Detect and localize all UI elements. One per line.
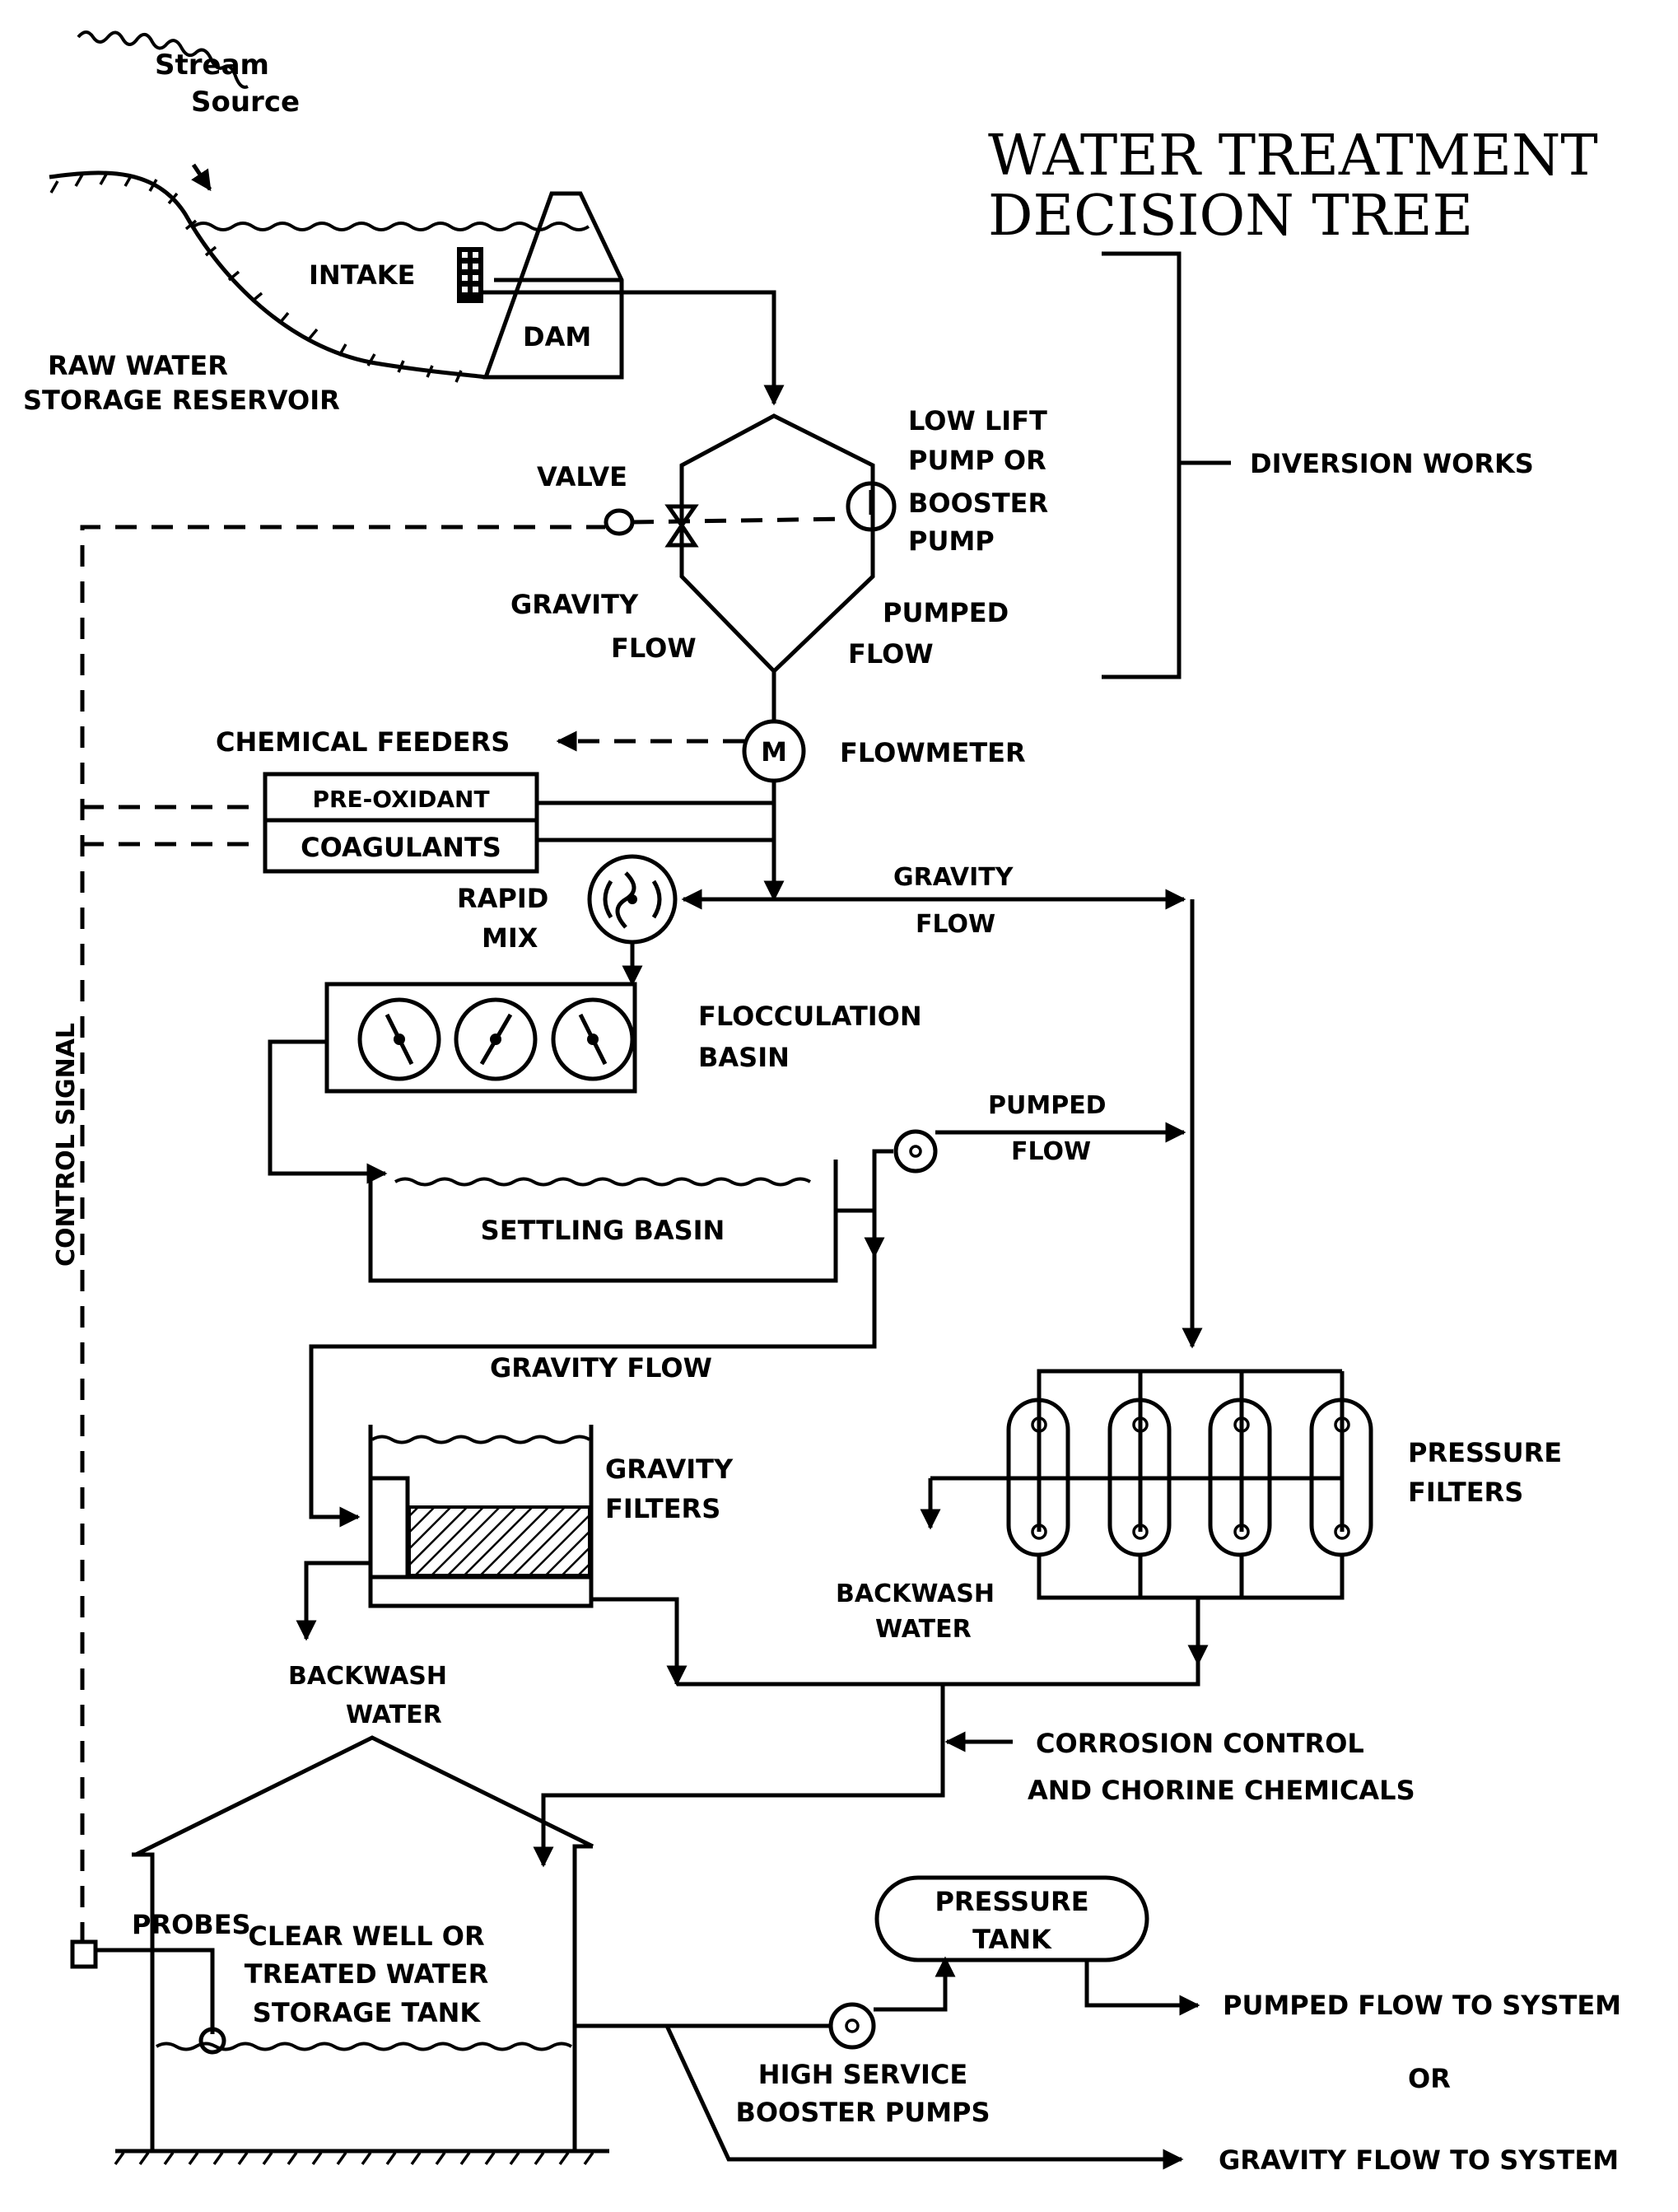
lowlift-label-1: LOW LIFT (908, 405, 1047, 436)
title-line-1: WATER TREATMENT (988, 124, 1598, 189)
floc-to-settling (268, 1039, 388, 1184)
probe-box (70, 1939, 98, 1969)
gravity-flow-2-label-1: GRAVITY (893, 863, 1014, 892)
low-lift-pump-symbol (846, 481, 897, 532)
pressure-tank-label-1: PRESSURE (935, 1886, 1088, 1917)
lowlift-label-4: PUMP (908, 525, 995, 557)
gravity-filter-outlet (591, 1597, 688, 1687)
to-pump-2 (872, 1149, 893, 1157)
intake-label: INTAKE (309, 259, 415, 291)
stream-source (77, 30, 249, 192)
clear-well-tank (114, 1735, 609, 2166)
flowmeter-label: FLOWMETER (840, 737, 1026, 768)
raw-water-reservoir (49, 170, 590, 383)
pumped-flow-2-label-2: FLOW (1011, 1137, 1091, 1166)
diversion-bracket (1102, 251, 1182, 679)
rapid-label: RAPID (457, 883, 548, 914)
clear-well-label-2: TREATED WATER (245, 1958, 488, 1990)
settling-basin (368, 1160, 838, 1283)
feeder-control-dash (82, 805, 265, 847)
gravity-flow-1-label-2: FLOW (611, 632, 697, 664)
to-clear-well (533, 1684, 945, 1868)
title-line-2: DECISION TREE (988, 184, 1473, 249)
dam-label: DAM (523, 321, 591, 352)
chemical-feeder-boxes (263, 772, 539, 874)
pressure-filters-label-2: FILTERS (1408, 1477, 1523, 1508)
high-service-label-2: BOOSTER PUMPS (735, 2097, 990, 2128)
gravity-flow-3-line (309, 1211, 877, 1528)
pressure-tank (874, 1875, 1149, 1962)
source-label: Source (191, 86, 300, 119)
pre-oxidant-label: PRE-OXIDANT (312, 786, 489, 813)
to-pressure-tank (874, 1956, 956, 2012)
rapid-mix-symbol (587, 854, 678, 945)
lowlift-label-3: BOOSTER (908, 488, 1048, 519)
pressure-tank-label-2: TANK (972, 1924, 1052, 1955)
high-service-label-1: HIGH SERVICE (758, 2059, 967, 2090)
corrosion-label-2: AND CHORINE CHEMICALS (1028, 1775, 1415, 1806)
flocculation-label-2: BASIN (698, 1042, 790, 1073)
gravity-to-system-line (664, 2024, 1184, 2170)
backwash-2-label-1: BACKWASH (288, 1662, 447, 1691)
lowlift-label-2: PUMP OR (908, 445, 1046, 476)
backwash-2-label-2: WATER (346, 1701, 442, 1729)
diversion-works-label: DIVERSION WORKS (1250, 448, 1534, 479)
intake-screen (457, 247, 483, 303)
gravity-filters (368, 1425, 594, 1608)
gravity-flow-3-label: GRAVITY FLOW (490, 1352, 712, 1384)
coagulants-label: COAGULANTS (301, 832, 501, 863)
pumped-to-system-line (1084, 1960, 1200, 2016)
flocculation-basin (324, 982, 637, 1094)
stream-label: Stream (155, 49, 269, 82)
gravity-flow-2-label-2: FLOW (916, 910, 995, 939)
intake-pipe (483, 290, 785, 406)
mix-label: MIX (482, 922, 538, 954)
valve-label: VALVE (537, 461, 627, 492)
backwash-1-label-2: WATER (875, 1615, 972, 1644)
gravity-to-system-label: GRAVITY FLOW TO SYSTEM (1219, 2144, 1619, 2176)
gravity-filters-label-2: FILTERS (605, 1493, 720, 1524)
pumped-flow-1-label-1: PUMPED (883, 597, 1009, 628)
high-service-pump-symbol (828, 2002, 876, 2050)
reservoir-label-1: RAW WATER (48, 350, 228, 381)
gravity-filters-label-1: GRAVITY (605, 1454, 734, 1485)
clear-well-label-3: STORAGE TANK (253, 1997, 482, 2028)
pumped-flow-1-label-2: FLOW (848, 638, 934, 670)
pumped-flow-2-label-1: PUMPED (988, 1091, 1107, 1120)
diversion-hexagon (679, 413, 875, 674)
gravity-flow-1-label-1: GRAVITY (510, 589, 639, 620)
valve-control-dash (632, 516, 849, 525)
or-label: OR (1408, 2063, 1451, 2094)
probe-sensor (198, 2027, 226, 2055)
flocculation-label-1: FLOCCULATION (698, 1001, 922, 1032)
dam (482, 191, 624, 380)
pressure-filters-label-1: PRESSURE (1408, 1437, 1562, 1468)
corrosion-label-1: CORROSION CONTROL (1036, 1728, 1364, 1759)
control-signal-line (80, 525, 605, 1944)
control-signal-label: CONTROL SIGNAL (52, 1023, 81, 1267)
clear-well-label-1: CLEAR WELL OR (248, 1920, 484, 1952)
pressure-filters (930, 1369, 1373, 1600)
flowmeter-m-label: M (761, 736, 787, 768)
probe-line (96, 1948, 215, 2034)
probes-label: PROBES (132, 1909, 251, 1940)
chemical-feeders-label: CHEMICAL FEEDERS (216, 726, 510, 758)
pumped-to-system-label: PUMPED FLOW TO SYSTEM (1223, 1990, 1621, 2021)
gravity-backwash-line (296, 1561, 371, 1641)
reservoir-label-2: STORAGE RESERVOIR (23, 385, 340, 416)
settling-basin-label: SETTLING BASIN (481, 1215, 725, 1246)
feeder-lines (537, 800, 774, 842)
backwash-1-label-1: BACKWASH (836, 1580, 995, 1608)
pump-2-symbol (893, 1129, 938, 1174)
